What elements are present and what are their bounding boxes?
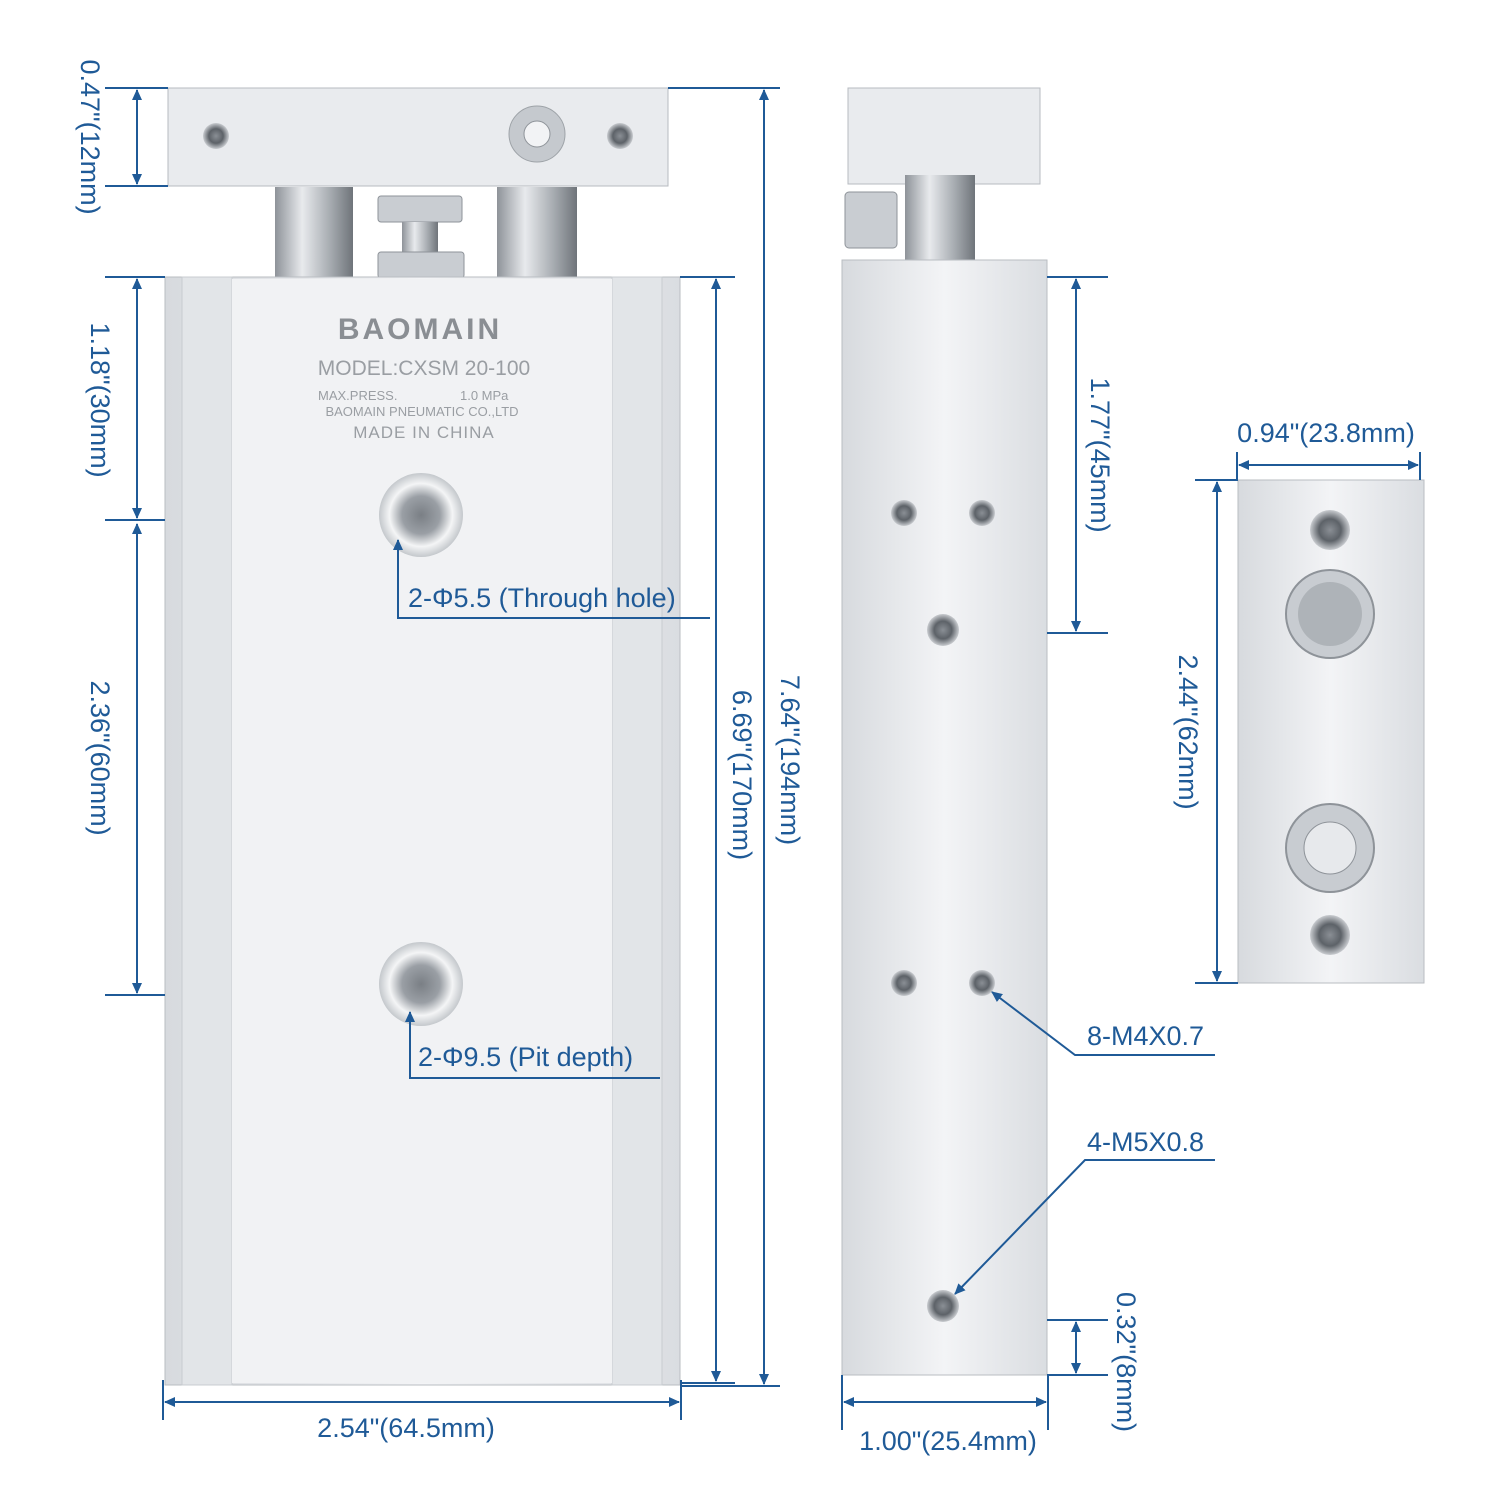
dim-body-length: 6.69"(170mm) — [727, 690, 757, 860]
through-hole-top-icon — [379, 473, 463, 557]
front-body-groove-right — [611, 276, 663, 1386]
front-rod-right — [497, 187, 577, 277]
side-nut-icon — [844, 191, 898, 249]
m5-hole-1-icon — [927, 614, 959, 646]
callout-leaders — [393, 539, 1215, 1295]
end-view — [1237, 479, 1425, 984]
m4-hole-2-icon — [969, 500, 995, 526]
side-view — [841, 87, 1048, 1376]
side-body — [841, 259, 1048, 1376]
stopper-nut-icon — [377, 195, 463, 223]
end-rod-center — [1298, 582, 1362, 646]
dim-side-width: 1.00"(25.4mm) — [859, 1426, 1037, 1456]
dim-end-height: 2.44"(62mm) — [1173, 654, 1203, 809]
brand-label: BAOMAIN — [338, 313, 502, 346]
dimension-lines — [105, 87, 1421, 1430]
callout-m4: 8-M4X0.7 — [1087, 1021, 1204, 1051]
max-press-value: 1.0 MPa — [460, 388, 509, 403]
end-hole-bottom-icon — [1310, 915, 1350, 955]
m4-hole-1-icon — [891, 500, 917, 526]
origin-label: MADE IN CHINA — [353, 423, 494, 442]
plate-bolt-socket-icon — [523, 120, 551, 148]
end-bolt-socket-icon — [1303, 821, 1357, 875]
dim-top-hole-offset: 1.18"(30mm) — [85, 322, 115, 477]
m5-hole-2-icon — [927, 1290, 959, 1322]
callout-through-hole: 2-Φ5.5 (Through hole) — [408, 583, 676, 613]
side-end-plate — [847, 87, 1041, 185]
max-press-label: MAX.PRESS. — [318, 388, 397, 403]
plate-hole-left-icon — [203, 123, 229, 149]
dim-total-length: 7.64"(194mm) — [775, 675, 805, 845]
side-rod — [905, 175, 975, 275]
front-body-groove-left — [181, 276, 233, 1386]
end-hole-top-icon — [1310, 510, 1350, 550]
m4-hole-4-icon — [969, 970, 995, 996]
stopper-bolt — [402, 222, 438, 252]
dim-hole-spacing: 2.36"(60mm) — [85, 680, 115, 835]
stopper-nut-lower-icon — [377, 251, 465, 279]
front-rods — [275, 187, 577, 279]
front-end-plate — [167, 87, 669, 187]
plate-hole-right-icon — [607, 123, 633, 149]
maker-label: BAOMAIN PNEUMATIC CO.,LTD — [325, 404, 518, 419]
dim-end-width: 0.94"(23.8mm) — [1237, 418, 1415, 448]
front-rod-left — [275, 187, 353, 277]
dim-plate-thickness: 0.47"(12mm) — [75, 59, 105, 214]
end-body — [1237, 479, 1425, 984]
dim-side-hole-offset: 1.77"(45mm) — [1085, 377, 1115, 532]
front-view: BAOMAIN MODEL:CXSM 20-100 MAX.PRESS. 1.0… — [164, 87, 681, 1386]
callout-pit-depth: 2-Φ9.5 (Pit depth) — [418, 1042, 633, 1072]
front-body-face — [232, 279, 612, 1383]
m4-hole-3-icon — [891, 970, 917, 996]
dim-side-bottom-offset: 0.32"(8mm) — [1111, 1292, 1141, 1432]
pit-depth-hole-icon — [379, 942, 463, 1026]
callout-m5: 4-M5X0.8 — [1087, 1127, 1204, 1157]
model-label: MODEL:CXSM 20-100 — [318, 357, 530, 380]
dim-body-width: 2.54"(64.5mm) — [317, 1413, 495, 1443]
